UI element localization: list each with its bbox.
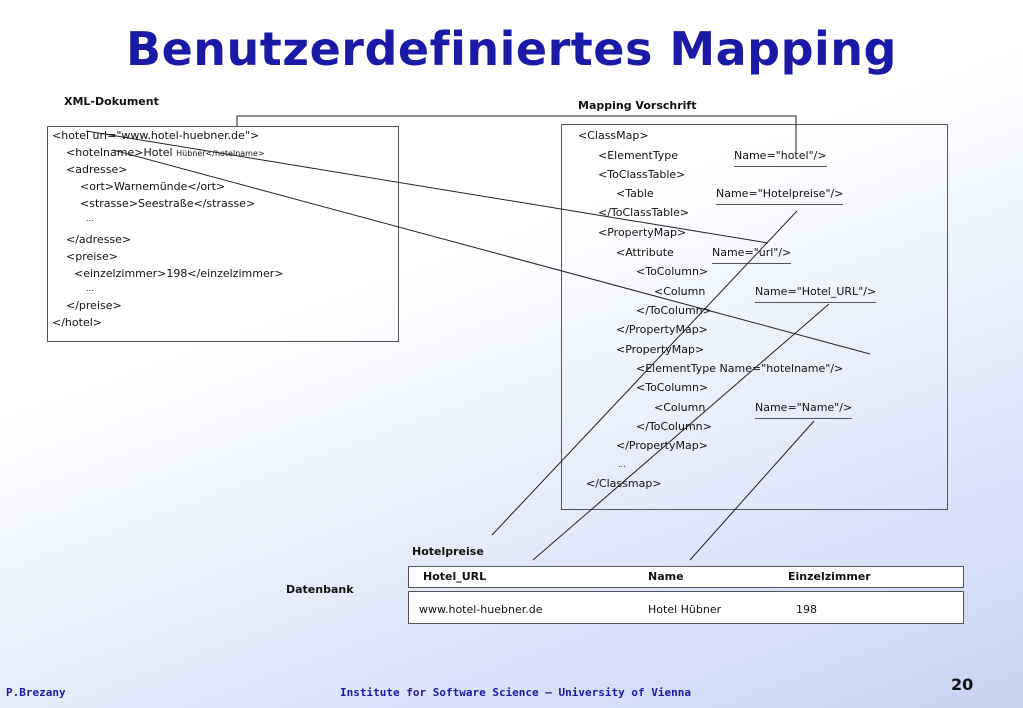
mapping-name-url: Name="url"/> xyxy=(712,245,792,264)
mapping-line: </ToColumn> xyxy=(636,304,712,317)
mapping-name-hotelpreise: Name="Hotelpreise"/> xyxy=(716,186,844,205)
mapping-name-hotel-url: Name="Hotel_URL"/> xyxy=(755,284,877,303)
mapping-line: </PropertyMap> xyxy=(616,323,708,336)
table-header-cell: Name xyxy=(648,570,684,583)
table-cell: 198 xyxy=(796,603,817,616)
xml-line: </preise> xyxy=(66,299,122,312)
footer-author: P.Brezany xyxy=(6,686,66,699)
mapping-line: </PropertyMap> xyxy=(616,439,708,452)
table-cell: www.hotel-huebner.de xyxy=(419,603,543,616)
xml-document-label: XML-Dokument xyxy=(64,95,159,108)
mapping-line: <ToClassTable> xyxy=(598,168,686,181)
mapping-ellipsis: ... xyxy=(618,460,626,469)
mapping-line: <PropertyMap> xyxy=(598,226,687,239)
mapping-line: <Table xyxy=(616,187,654,200)
mapping-line: <ClassMap> xyxy=(578,129,649,142)
xml-line: <einzelzimmer>198</einzelzimmer> xyxy=(74,267,284,280)
mapping-line: <Column xyxy=(654,285,706,298)
xml-ellipsis: ... xyxy=(86,214,94,223)
mapping-line: <Attribute xyxy=(616,246,674,259)
mapping-line: <ToColumn> xyxy=(636,381,709,394)
connector-url-to-attribute xyxy=(85,130,769,244)
mapping-label: Mapping Vorschrift xyxy=(578,99,697,112)
mapping-line: <PropertyMap> xyxy=(616,343,705,356)
xml-line: <hotel url="www.hotel-huebner.de"> xyxy=(52,129,260,142)
xml-line: <ort>Warnemünde</ort> xyxy=(80,180,226,193)
mapping-line: <ElementType Name="hotelname"/> xyxy=(636,362,844,375)
xml-line: </adresse> xyxy=(66,233,132,246)
slide-title: Benutzerdefiniertes Mapping xyxy=(126,22,897,76)
xml-ellipsis: ... xyxy=(86,284,94,293)
xml-line: </hotel> xyxy=(52,316,102,329)
table-header-cell: Einzelzimmer xyxy=(788,570,871,583)
xml-line: <adresse> xyxy=(66,163,128,176)
database-label: Datenbank xyxy=(286,583,354,596)
connector-hotelpreise-table xyxy=(491,210,798,536)
table-header-cell: Hotel_URL xyxy=(423,570,487,583)
table-cell: Hotel Hübner xyxy=(648,603,722,616)
connector-hotel-url-column xyxy=(532,303,830,561)
table-row: www.hotel-huebner.de Hotel Hübner 198 xyxy=(408,591,964,624)
mapping-line: <Column xyxy=(654,401,706,414)
mapping-line: <ToColumn> xyxy=(636,265,709,278)
mapping-line: </ToClassTable> xyxy=(598,206,690,219)
mapping-line: </Classmap> xyxy=(586,477,662,490)
connector-hotelname-to-elementtype xyxy=(112,149,871,355)
page-number: 20 xyxy=(951,675,974,694)
xml-line: <preise> xyxy=(66,250,119,263)
mapping-name-hotel: Name="hotel"/> xyxy=(734,148,827,167)
table-name-label: Hotelpreise xyxy=(412,545,484,558)
xml-line: <strasse>Seestraße</strasse> xyxy=(80,197,256,210)
mapping-line: </ToColumn> xyxy=(636,420,712,433)
mapping-name-name: Name="Name"/> xyxy=(755,400,853,419)
connector-name-column xyxy=(689,420,815,561)
xml-document-box xyxy=(47,126,399,342)
mapping-line: <ElementType xyxy=(598,149,679,162)
mapping-box xyxy=(561,124,948,510)
footer-institute: Institute for Software Science – Univers… xyxy=(340,686,691,699)
table-header-row: Hotel_URL Name Einzelzimmer xyxy=(408,566,964,588)
connector-hotel-to-elementtype xyxy=(236,115,797,153)
